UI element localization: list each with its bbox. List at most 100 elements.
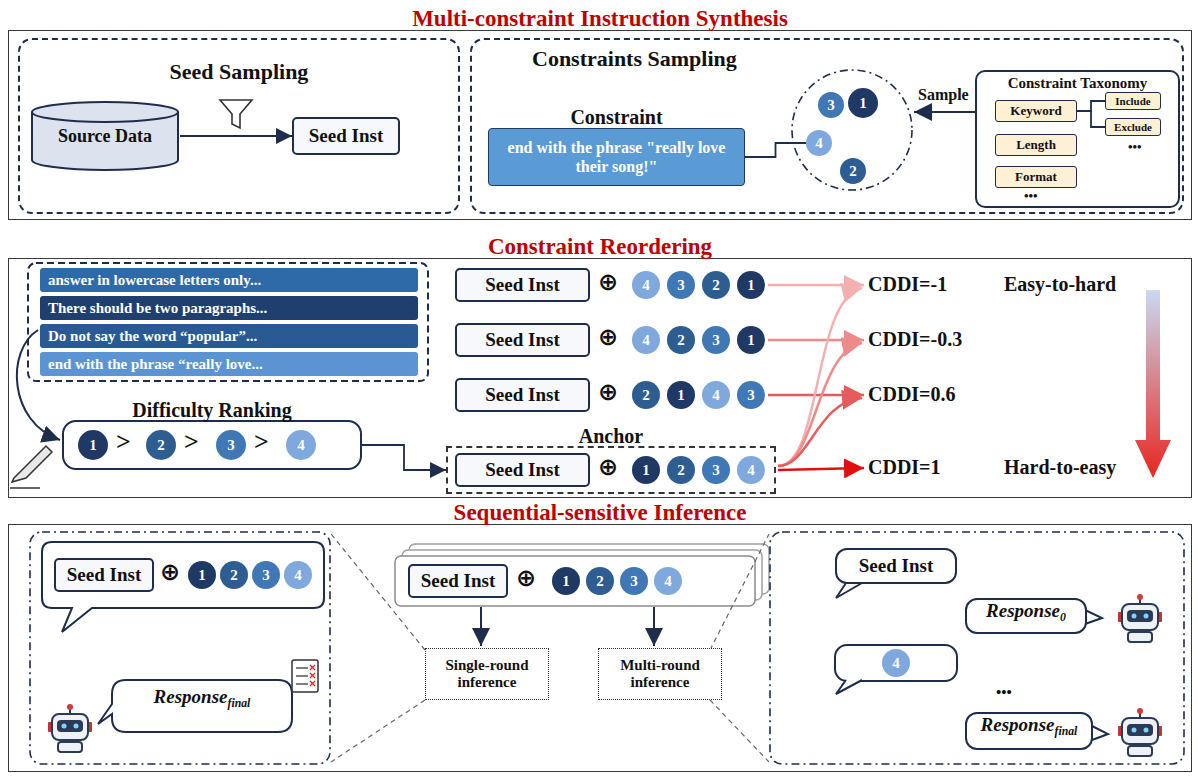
multi-round-frame <box>770 532 1184 764</box>
bubble-tail <box>836 680 862 694</box>
constraint-bubble <box>835 645 957 681</box>
constraint-circle: 4 <box>737 456 765 484</box>
node-text: Include <box>1115 95 1150 107</box>
seed-box: Seed Inst <box>54 558 154 592</box>
cddi-arrows <box>768 285 864 470</box>
connector <box>1077 111 1105 127</box>
taxonomy-tag: Exclude <box>1105 118 1161 136</box>
node-text: Seed Inst <box>309 125 383 147</box>
node-text: Multi-round inference <box>599 657 721 692</box>
node-text: 2 <box>849 163 857 180</box>
prompt-stack <box>395 544 769 606</box>
response-text: Responsefinal <box>118 686 286 726</box>
stage-panel: Multi-constraint Instruction SynthesisSe… <box>8 30 1192 220</box>
constraint-circle: 2 <box>702 271 730 299</box>
constraint-circle: 4 <box>286 430 316 460</box>
constraint-circle: 3 <box>252 561 280 589</box>
node-text: Seed Inst <box>859 555 933 577</box>
constraint-circle: 1 <box>78 430 108 460</box>
constraint-circle: 4 <box>702 381 730 409</box>
node-text: 3 <box>630 573 638 590</box>
taxonomy-tag: Keyword <box>995 100 1077 122</box>
constraint-box: Constraintend with the phrase "really lo… <box>488 128 745 186</box>
bubble-tail <box>1092 726 1108 740</box>
to-single-arrow <box>480 607 482 646</box>
node-text: Keyword <box>1010 103 1061 119</box>
constraint-list-frame <box>28 263 428 381</box>
node-text: 1 <box>747 277 755 294</box>
node-text: 2 <box>712 277 720 294</box>
order-sign: > <box>254 427 269 457</box>
constraint-circle: 3 <box>620 567 648 595</box>
node-text: Response <box>154 686 228 708</box>
node-text: 3 <box>227 437 235 454</box>
constraint-circle: 2 <box>632 381 660 409</box>
seed-box: Seed Inst <box>292 117 400 155</box>
node-text: 4 <box>815 135 823 152</box>
constraint-item: There should be two paragraphs... <box>40 296 418 320</box>
constraint-circle: 1 <box>552 567 580 595</box>
constraint-item: Do not say the word “popular”... <box>40 324 418 348</box>
constraint-item: end with the phrase “really love... <box>40 352 418 376</box>
constraint-circle: 3 <box>818 92 844 118</box>
node-text: Seed Sampling <box>170 59 309 85</box>
constraint-circle: 4 <box>654 567 682 595</box>
node-text: Response <box>981 714 1055 736</box>
inference-mode-box: Single-round inference <box>425 648 549 700</box>
stage-group: Seed SamplingSource Data Seed Inst <box>18 38 460 214</box>
heading: Multi-constraint Instruction Synthesis <box>0 7 1198 30</box>
node-text: 4 <box>712 387 720 404</box>
node-text: 4 <box>747 462 755 479</box>
response-bubble <box>98 680 292 732</box>
taxonomy-box: Constraint TaxonomyKeywordIncludeExclude… <box>975 70 1180 208</box>
stage-panel: Sequential-sensitive InferenceSeed Inst1… <box>8 524 1192 772</box>
sample-arrow <box>914 111 975 113</box>
stage-panel: Constraint Reorderinganswer in lowercase… <box>8 258 1192 498</box>
order-sign: > <box>116 427 131 457</box>
difficulty-gradient-arrow <box>1135 290 1171 478</box>
node-text: Format <box>1015 169 1057 185</box>
heading: Constraint Reordering <box>0 235 1198 258</box>
constraint-item: answer in lowercase letters only... <box>40 268 418 292</box>
seed-box: Seed Inst <box>455 323 590 357</box>
seed-box: Seed Inst <box>455 268 590 302</box>
constraint-circle: 3 <box>737 381 765 409</box>
node-text: 2 <box>677 462 685 479</box>
concat-symbol: ⊕ <box>516 565 536 593</box>
concat-symbol: ⊕ <box>598 269 618 297</box>
node-text: 3 <box>677 277 685 294</box>
constraint-circle: 2 <box>667 456 695 484</box>
taxonomy-tag: Include <box>1105 92 1161 110</box>
node-text: 2 <box>230 567 238 584</box>
constraint-circle: 1 <box>848 88 878 118</box>
pencil-line <box>10 487 40 489</box>
anchor-box: AnchorSeed Inst1234 <box>446 446 776 494</box>
node-text: Seed Inst <box>485 329 559 351</box>
heading: Constraint <box>429 106 804 128</box>
robot-icon <box>48 704 92 752</box>
constraint-circle: 2 <box>220 561 248 589</box>
connector <box>180 135 292 137</box>
constraint-circle: 4 <box>632 271 660 299</box>
heading: Difficulty Ranking <box>4 399 420 421</box>
concat-symbol: ⊕ <box>598 454 618 482</box>
node-text: 3 <box>747 387 755 404</box>
node-text: Seed Inst <box>485 274 559 296</box>
filter-icon <box>220 100 252 128</box>
robot-icon <box>1118 594 1162 642</box>
ranking-box: Difficulty Ranking1234 <box>62 420 362 470</box>
node-text: Single-round inference <box>426 657 548 692</box>
heading: Anchor <box>388 425 834 447</box>
node-text: Seed Inst <box>421 570 495 592</box>
inference-mode-box: Multi-round inference <box>598 648 722 700</box>
ellipsis: ••• <box>1024 189 1038 204</box>
constraint-circle: 1 <box>632 456 660 484</box>
robot-icon <box>1118 708 1162 756</box>
database-cylinder: Source Data <box>30 100 180 172</box>
constraint-circle: 1 <box>667 381 695 409</box>
node-text: 1 <box>747 332 755 349</box>
constraint-circle: 4 <box>284 561 312 589</box>
zoom-lines <box>331 534 769 762</box>
constraint-circle: 1 <box>737 271 765 299</box>
